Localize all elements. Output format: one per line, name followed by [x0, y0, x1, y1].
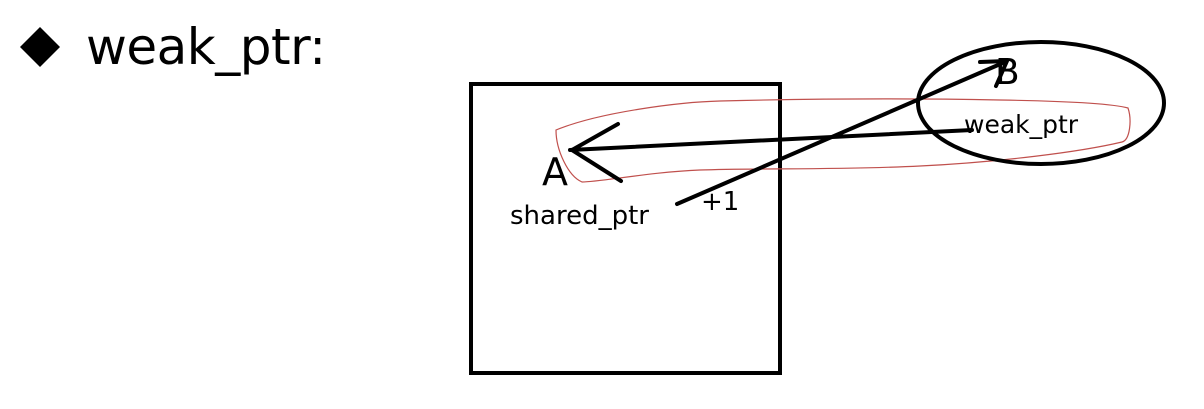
- node-b-ellipse: [916, 40, 1166, 166]
- highlight-outline: [555, 98, 1131, 183]
- ref-count-annotation: +1: [701, 187, 739, 217]
- shared-ptr-arrow-line: [675, 60, 1007, 206]
- shared-ptr-arrowhead: [978, 59, 1009, 88]
- slide-title: weak_ptr:: [16, 22, 326, 72]
- weak-ptr-arrowhead: [570, 122, 623, 183]
- shared-ptr-label: shared_ptr: [510, 201, 649, 231]
- node-a-label: A: [542, 150, 568, 194]
- weak-ptr-label: weak_ptr: [964, 110, 1079, 139]
- weak-ptr-arrow-line: [568, 128, 974, 152]
- diamond-bullet-icon: [20, 27, 60, 67]
- node-b-label: B: [995, 52, 1020, 93]
- title-text: weak_ptr:: [86, 18, 326, 76]
- object-box: [469, 82, 782, 375]
